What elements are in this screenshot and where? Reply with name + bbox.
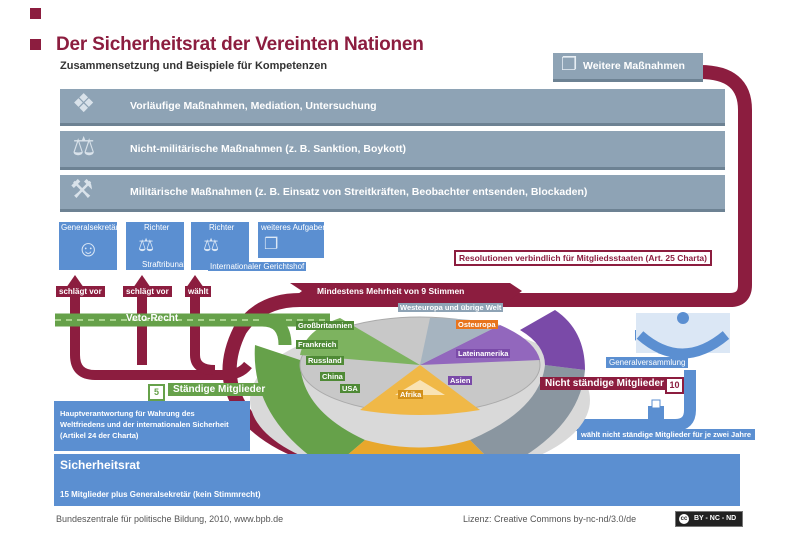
general-assembly-elects: wählt nicht ständige Mitglieder für je z… bbox=[577, 429, 756, 440]
arrowhead-sg bbox=[66, 275, 84, 288]
arrowhead-tribunals bbox=[133, 275, 151, 288]
page-title: Der Sicherheitsrat der Vereinten Natione… bbox=[56, 34, 424, 55]
band-provisional bbox=[60, 89, 725, 126]
permanent-member-uk: Großbritannien bbox=[296, 321, 355, 330]
arrowhead-icj bbox=[186, 275, 204, 288]
security-council-title: Sicherheitsrat bbox=[60, 458, 141, 472]
general-assembly-label: Generalversammlung bbox=[606, 357, 689, 368]
measure-provisional: Vorläufige Maßnahmen, Mediation, Untersu… bbox=[130, 100, 377, 112]
band-further-measures bbox=[553, 53, 703, 82]
permanent-label: Ständige Mitglieder bbox=[168, 383, 271, 396]
assembly-seat-arc bbox=[636, 331, 730, 359]
measure-non-military: Nicht-militärische Maßnahmen (z. B. Sank… bbox=[130, 143, 406, 155]
region-western-europe: Westeuropa und übrige Welt bbox=[398, 303, 504, 312]
role-secretary-general: Generalsekretär ☺ bbox=[59, 222, 119, 270]
region-africa: Afrika bbox=[398, 390, 424, 399]
tag-proposes-sg: schlägt vor bbox=[56, 286, 105, 297]
logo-square-title bbox=[30, 39, 41, 50]
tag-elects-icj: wählt bbox=[185, 286, 212, 297]
footer-source: Bundeszentrale für politische Bildung, 2… bbox=[56, 514, 284, 524]
permanent-member-russia: Russland bbox=[306, 356, 344, 365]
boxes-icon: ❐ bbox=[561, 54, 578, 74]
band-military bbox=[60, 175, 725, 212]
measure-military: Militärische Maßnahmen (z. B. Einsatz vo… bbox=[130, 186, 588, 198]
person-laurel-icon: ☺ bbox=[77, 236, 100, 261]
role-more-tasks-label: weiteres Aufgaben bbox=[261, 223, 327, 232]
ballot-paper bbox=[651, 399, 661, 409]
role-judge-1-label: Richter bbox=[144, 223, 170, 232]
measure-further: Weitere Maßnahmen bbox=[583, 60, 685, 72]
region-asia: Asien bbox=[448, 376, 473, 385]
security-council-desc: 15 Mitglieder plus Generalsekretär (kein… bbox=[60, 490, 261, 499]
non-permanent-label: Nicht ständige Mitglieder bbox=[540, 377, 669, 390]
footer-license: Lizenz: Creative Commons by-nc-nd/3.0/de bbox=[463, 514, 637, 524]
cc-icon: cc bbox=[679, 514, 689, 524]
veto-line-bend bbox=[261, 313, 292, 346]
cc-badge-text: BY - NC - ND bbox=[693, 515, 737, 522]
tag-proposes-tribunals: schlägt vor bbox=[123, 286, 172, 297]
assembly-connector bbox=[545, 370, 696, 431]
left-maroon-loop bbox=[70, 285, 252, 380]
permanent-member-france: Frankreich bbox=[296, 340, 339, 349]
permanent-member-china: China bbox=[320, 372, 345, 381]
permanent-member-usa: USA bbox=[340, 384, 360, 393]
scales-icon: ⚖ bbox=[72, 131, 96, 161]
logo-square-top bbox=[30, 8, 41, 19]
majority-label: Mindestens Mehrheit von 9 Stimmen bbox=[317, 286, 465, 296]
majority-banner bbox=[290, 283, 522, 300]
council-seats-purple bbox=[520, 310, 585, 370]
region-eastern-europe: Osteuropa bbox=[456, 320, 498, 329]
page-subtitle: Zusammensetzung und Beispiele für Kompet… bbox=[60, 60, 328, 72]
puzzle-icon: ❖ bbox=[72, 88, 96, 118]
assembly-podium bbox=[677, 312, 689, 324]
council-seats-gray bbox=[470, 365, 585, 470]
judges-bench-icon: ⚖ bbox=[138, 235, 155, 255]
veto-label: Veto-Recht bbox=[126, 313, 179, 324]
tank-icon: ⚒ bbox=[70, 174, 94, 204]
band-non-military bbox=[60, 131, 725, 170]
arrow-to-icj bbox=[190, 285, 216, 375]
role-tribunals: Richter ⚖ Straftribunale bbox=[126, 222, 190, 270]
security-council-bar: Sicherheitsrat 15 Mitglieder plus Genera… bbox=[54, 454, 740, 506]
role-secretary-general-label: Generalsekretär bbox=[61, 223, 119, 232]
permanent-count-badge: 5 bbox=[148, 384, 165, 401]
role-more-tasks: weiteres Aufgaben ❐ bbox=[258, 222, 327, 258]
responsibility-text: Hauptverantwortung für Wahrung des Weltf… bbox=[60, 409, 229, 440]
cc-license-badge: cc BY - NC - ND bbox=[675, 511, 743, 527]
non-permanent-count-badge: 10 bbox=[665, 377, 684, 394]
table-wedge-steel bbox=[420, 318, 500, 365]
resolutions-label: Resolutionen verbindlich für Mitgliedsst… bbox=[454, 250, 712, 266]
stack-boxes-icon: ❐ bbox=[264, 236, 279, 253]
court-bench-icon: ⚖ bbox=[203, 235, 220, 255]
council-seats-green bbox=[254, 345, 365, 470]
ballot-box-icon bbox=[648, 406, 664, 420]
region-latin-america: Lateinamerika bbox=[456, 349, 511, 358]
role-tribunals-label: Straftribunale bbox=[142, 260, 190, 269]
role-judge-2-label: Richter bbox=[209, 223, 235, 232]
responsibility-box: Hauptverantwortung für Wahrung des Weltf… bbox=[54, 401, 250, 451]
role-icj-label: Internationaler Gerichtshof bbox=[208, 262, 307, 271]
